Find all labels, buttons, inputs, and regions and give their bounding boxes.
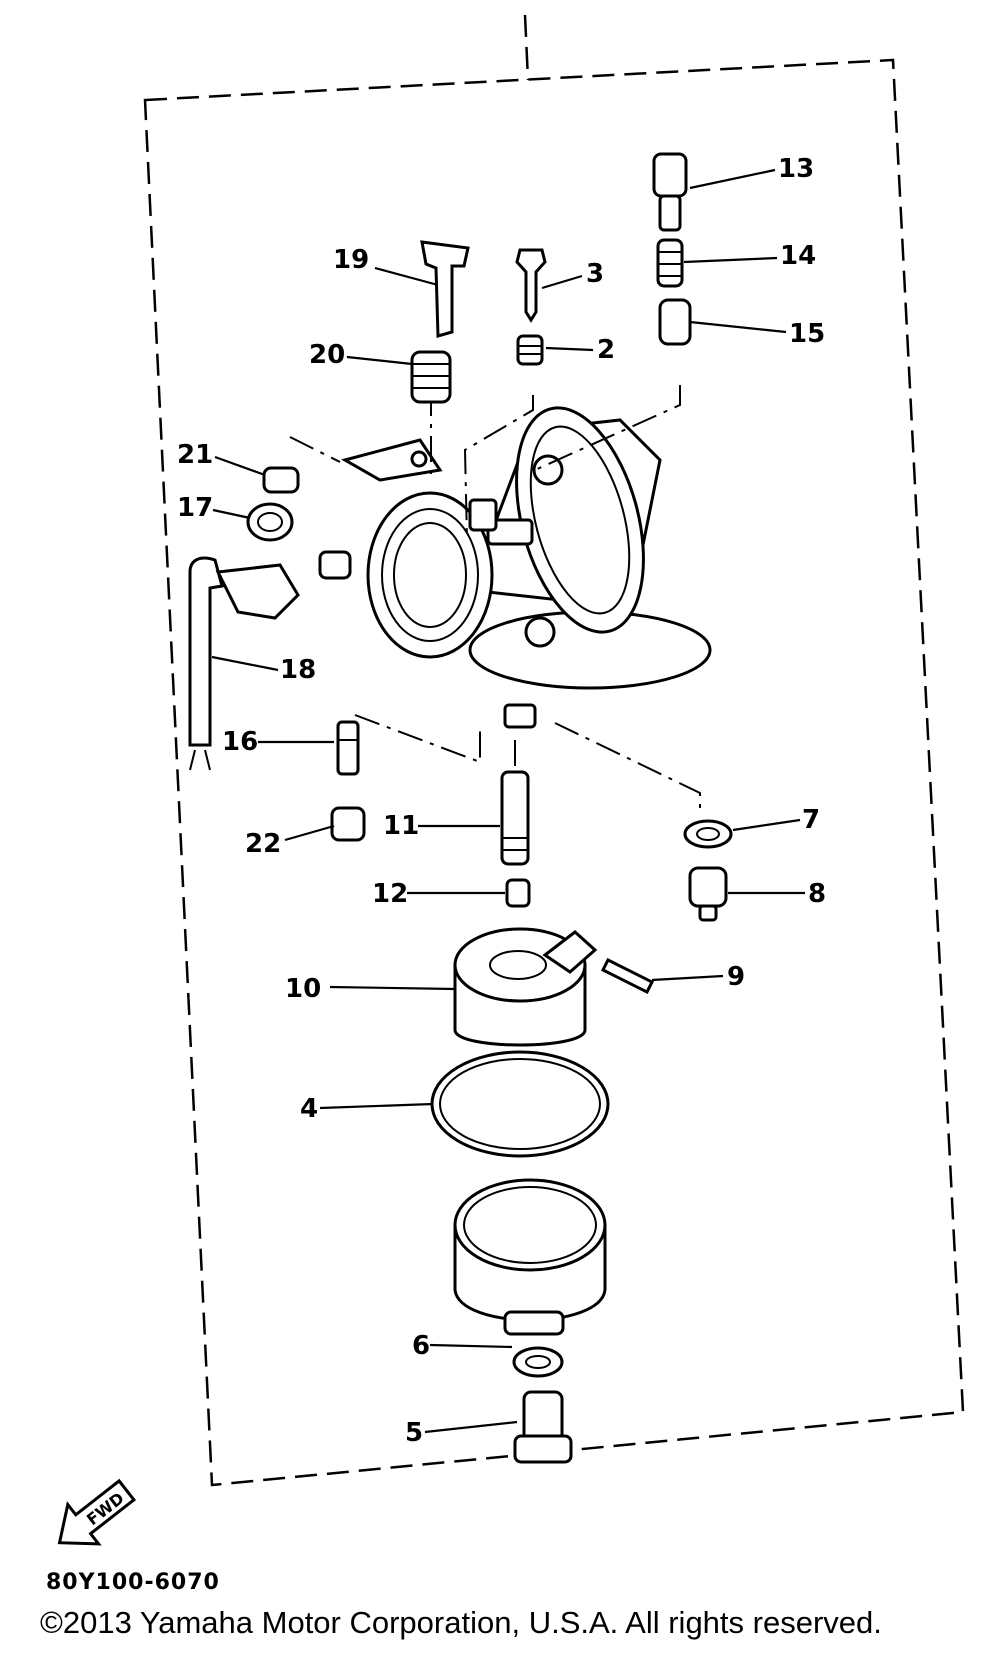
part-spring-17 xyxy=(246,502,294,542)
assembly-lines xyxy=(289,385,701,810)
callout-19: 19 xyxy=(333,245,369,275)
callout-4: 4 xyxy=(300,1094,318,1124)
carburetor-body xyxy=(318,406,712,729)
part-needle-jet-11 xyxy=(500,770,530,866)
callout-13: 13 xyxy=(778,154,814,184)
part-spring-2 xyxy=(516,334,544,366)
callout-8: 8 xyxy=(808,879,826,909)
part-float-chamber xyxy=(453,1178,607,1336)
fwd-arrow-icon: FWD xyxy=(57,1478,137,1546)
callout-20: 20 xyxy=(309,340,345,370)
part-nut-21 xyxy=(262,466,300,494)
callout-18: 18 xyxy=(280,655,316,685)
part-screw-16 xyxy=(336,720,360,776)
callout-11: 11 xyxy=(383,811,419,841)
callout-2: 2 xyxy=(597,335,615,365)
part-spring-14 xyxy=(656,238,684,288)
part-spring-20 xyxy=(410,350,452,404)
callout-14: 14 xyxy=(780,241,816,271)
part-pin-9 xyxy=(600,957,655,995)
part-plunger-15 xyxy=(658,298,692,346)
part-main-jet-12 xyxy=(505,878,531,908)
part-pilot-air-screw xyxy=(515,248,547,323)
part-float-valve-8 xyxy=(688,866,728,922)
part-plug-22 xyxy=(330,806,366,842)
part-cable-holder-18 xyxy=(188,556,300,771)
leader-lines xyxy=(211,168,805,1434)
callout-6: 6 xyxy=(412,1331,430,1361)
callout-16: 16 xyxy=(222,727,258,757)
part-drain-plug-5 xyxy=(513,1390,573,1464)
part-float-10 xyxy=(453,927,598,1047)
part-starter-plunger xyxy=(652,152,688,232)
callout-15: 15 xyxy=(789,319,825,349)
callout-9: 9 xyxy=(727,962,745,992)
callout-22: 22 xyxy=(245,829,281,859)
callout-12: 12 xyxy=(372,879,408,909)
diagram-code: 80Y100-6070 xyxy=(46,1570,220,1595)
part-gasket-4 xyxy=(430,1050,610,1158)
callout-labels: 13 14 15 3 2 19 20 21 17 18 16 22 11 12 … xyxy=(177,154,826,1448)
part-throttle-stop-screw xyxy=(420,240,470,338)
assembly-boundary xyxy=(143,14,965,1487)
part-washer-7 xyxy=(683,819,733,849)
part-washer-6 xyxy=(512,1346,564,1378)
callout-17: 17 xyxy=(177,493,213,523)
callout-3: 3 xyxy=(586,259,604,289)
callout-5: 5 xyxy=(405,1418,423,1448)
callout-7: 7 xyxy=(802,805,820,835)
callout-10: 10 xyxy=(285,974,321,1004)
callout-21: 21 xyxy=(177,440,213,470)
copyright-notice: ©2013 Yamaha Motor Corporation, U.S.A. A… xyxy=(40,1605,882,1640)
